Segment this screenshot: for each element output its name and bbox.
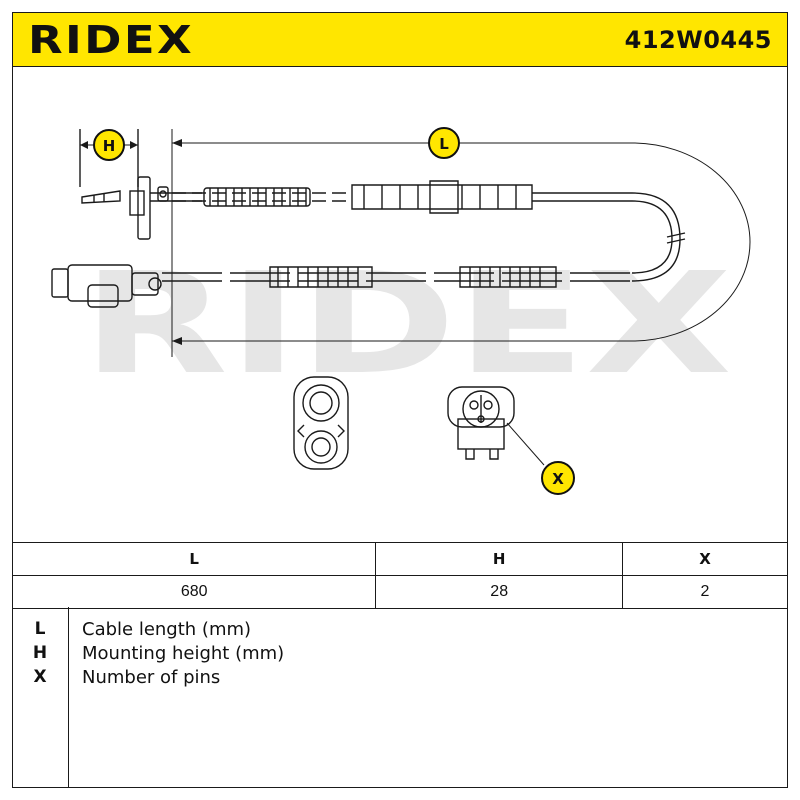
ridex-logo: RIDEX — [28, 20, 194, 60]
spec-table-header-row: L H X — [11, 542, 789, 576]
spec-table-value-row: 680 28 2 — [11, 575, 789, 609]
label-x-badge: X — [541, 461, 575, 495]
header-h: H — [375, 542, 623, 576]
legend-desc: Mounting height (mm) — [82, 643, 285, 664]
l-dimension — [171, 129, 751, 357]
plug-connector — [51, 264, 162, 308]
value-h: 28 — [375, 575, 623, 609]
label-h-badge: H — [93, 129, 125, 161]
cable-lower — [162, 266, 632, 288]
label-h: H — [103, 137, 116, 155]
connector-face-front — [447, 386, 545, 466]
value-x: 2 — [621, 575, 789, 609]
value-l: 680 — [11, 575, 377, 609]
connector-face-side — [293, 376, 349, 470]
legend-divider — [68, 607, 69, 788]
legend-key: L — [34, 619, 46, 639]
label-l: L — [439, 135, 449, 153]
header-l: L — [11, 542, 377, 576]
legend-item: H Mounting height (mm) — [12, 643, 788, 667]
part-number: 412W0445 — [624, 26, 772, 54]
header-bar — [12, 12, 788, 67]
header-x: X — [621, 542, 789, 576]
legend-key: H — [32, 643, 48, 663]
legend-desc: Cable length (mm) — [82, 619, 252, 640]
label-x: X — [552, 470, 564, 488]
watermark: RIDEX — [82, 243, 732, 406]
legend-desc: Number of pins — [82, 667, 221, 688]
label-l-badge: L — [428, 127, 460, 159]
ridex-logo-text: RIDEX — [28, 20, 194, 60]
legend-item: X Number of pins — [12, 667, 788, 691]
legend: L Cable length (mm) H Mounting height (m… — [12, 607, 788, 788]
legend-item: L Cable length (mm) — [12, 619, 788, 643]
spec-table: L H X 680 28 2 — [11, 542, 789, 609]
sensor-head — [81, 176, 202, 240]
legend-key: X — [33, 667, 47, 687]
technical-drawing: RIDEX — [12, 67, 788, 543]
cable-upper — [172, 180, 686, 282]
